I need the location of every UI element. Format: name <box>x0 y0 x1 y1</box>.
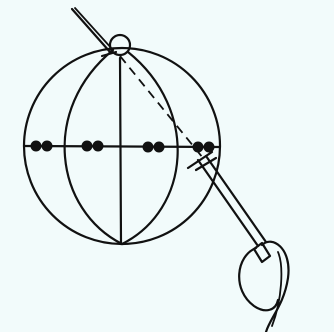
vertical-axis <box>120 58 121 244</box>
bead <box>93 141 104 152</box>
bead <box>154 142 165 153</box>
hanging-string-second-strand <box>75 8 113 50</box>
bead <box>143 142 154 153</box>
horizontal-axis <box>24 146 220 147</box>
bead <box>204 142 215 153</box>
tool-rod-edge <box>206 156 266 242</box>
tool-rod-edge <box>198 160 258 246</box>
bead <box>42 141 53 152</box>
bead <box>82 141 93 152</box>
bead <box>31 141 42 152</box>
hanging-string <box>72 9 110 52</box>
